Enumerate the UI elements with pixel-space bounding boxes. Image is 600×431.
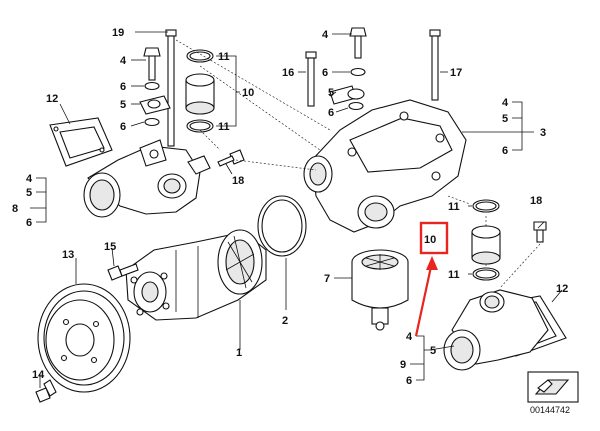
thermostat-housing-8: [83, 139, 211, 218]
reference-box: 00144742: [527, 371, 579, 415]
callout-9: 9: [400, 359, 406, 371]
callout-18: 18: [530, 195, 542, 207]
callout-12: 12: [46, 93, 58, 105]
washer-6-center-b: [348, 101, 364, 111]
callout-8: 8: [12, 203, 18, 215]
callout-19: 19: [112, 27, 124, 39]
callout-4: 4: [120, 55, 127, 67]
callout-10: 10: [242, 87, 254, 99]
callout-11: 11: [448, 269, 460, 281]
gasket-12-left: [49, 117, 113, 167]
bolt-15: [107, 263, 139, 281]
oring-11-left-b: [186, 119, 214, 133]
callout-4: 4: [502, 97, 509, 109]
bolt-19: [165, 29, 177, 147]
highlight-annotation: [414, 221, 449, 337]
bolt-14: [35, 379, 57, 403]
reference-number: 00144742: [530, 405, 570, 415]
callout-12: 12: [556, 283, 568, 295]
callout-5: 5: [502, 113, 508, 125]
callout-17: 17: [450, 67, 462, 79]
oring-11-left-a: [186, 49, 214, 63]
banjo-5-left: [139, 95, 171, 115]
callout-13: 13: [62, 249, 74, 261]
callout-labels: 19 4 6 5 6 11 10 11 12 4 5 8 6 18 4 6 16…: [12, 27, 568, 387]
callout-15: 15: [104, 241, 116, 253]
bolt-17: [429, 29, 441, 101]
gasket-2: [257, 195, 307, 257]
callout-18: 18: [232, 175, 244, 187]
washer-6-center-a: [350, 67, 366, 77]
callout-6: 6: [120, 121, 126, 133]
oring-11-right-b: [472, 267, 500, 281]
banjo-5-center: [329, 85, 365, 105]
bolt-18-left: [217, 149, 245, 167]
callout-5: 5: [430, 345, 436, 357]
leader-lines: [30, 31, 563, 388]
washer-6-left-b: [144, 117, 160, 127]
thermostat-7: [351, 249, 409, 331]
callout-6: 6: [502, 145, 508, 157]
water-pump-1: [125, 229, 267, 321]
callout-2: 2: [282, 315, 288, 327]
callout-6: 6: [120, 81, 126, 93]
bolt-4-center: [349, 27, 367, 59]
bolt-16: [305, 51, 317, 107]
callout-11: 11: [448, 201, 460, 213]
callout-7: 7: [324, 273, 330, 285]
callout-11: 11: [218, 51, 230, 63]
callout-6: 6: [406, 375, 412, 387]
callout-3: 3: [540, 127, 546, 139]
callout-6: 6: [322, 67, 328, 79]
sleeve-10-right: [471, 225, 501, 265]
callout-10-highlighted: 10: [424, 234, 436, 246]
callout-4: 4: [406, 331, 413, 343]
callout-11: 11: [218, 121, 230, 133]
callout-6: 6: [328, 107, 334, 119]
callout-14: 14: [32, 369, 45, 381]
callout-5: 5: [328, 87, 334, 99]
callout-4: 4: [322, 29, 329, 41]
callout-6: 6: [26, 217, 32, 229]
callout-16: 16: [282, 67, 294, 79]
washer-6-left-a: [144, 81, 160, 91]
callout-5: 5: [26, 187, 32, 199]
callout-4: 4: [26, 173, 33, 185]
callout-1: 1: [236, 347, 242, 359]
sleeve-10-left: [185, 73, 215, 115]
water-pump-housing-3: [303, 99, 467, 233]
oring-11-right-a: [472, 199, 500, 213]
bolt-18-right: [533, 221, 547, 243]
pulley-13: [37, 283, 131, 393]
bolt-4-left: [143, 47, 161, 81]
outlet-housing-9: [443, 289, 549, 371]
callout-5: 5: [120, 99, 126, 111]
